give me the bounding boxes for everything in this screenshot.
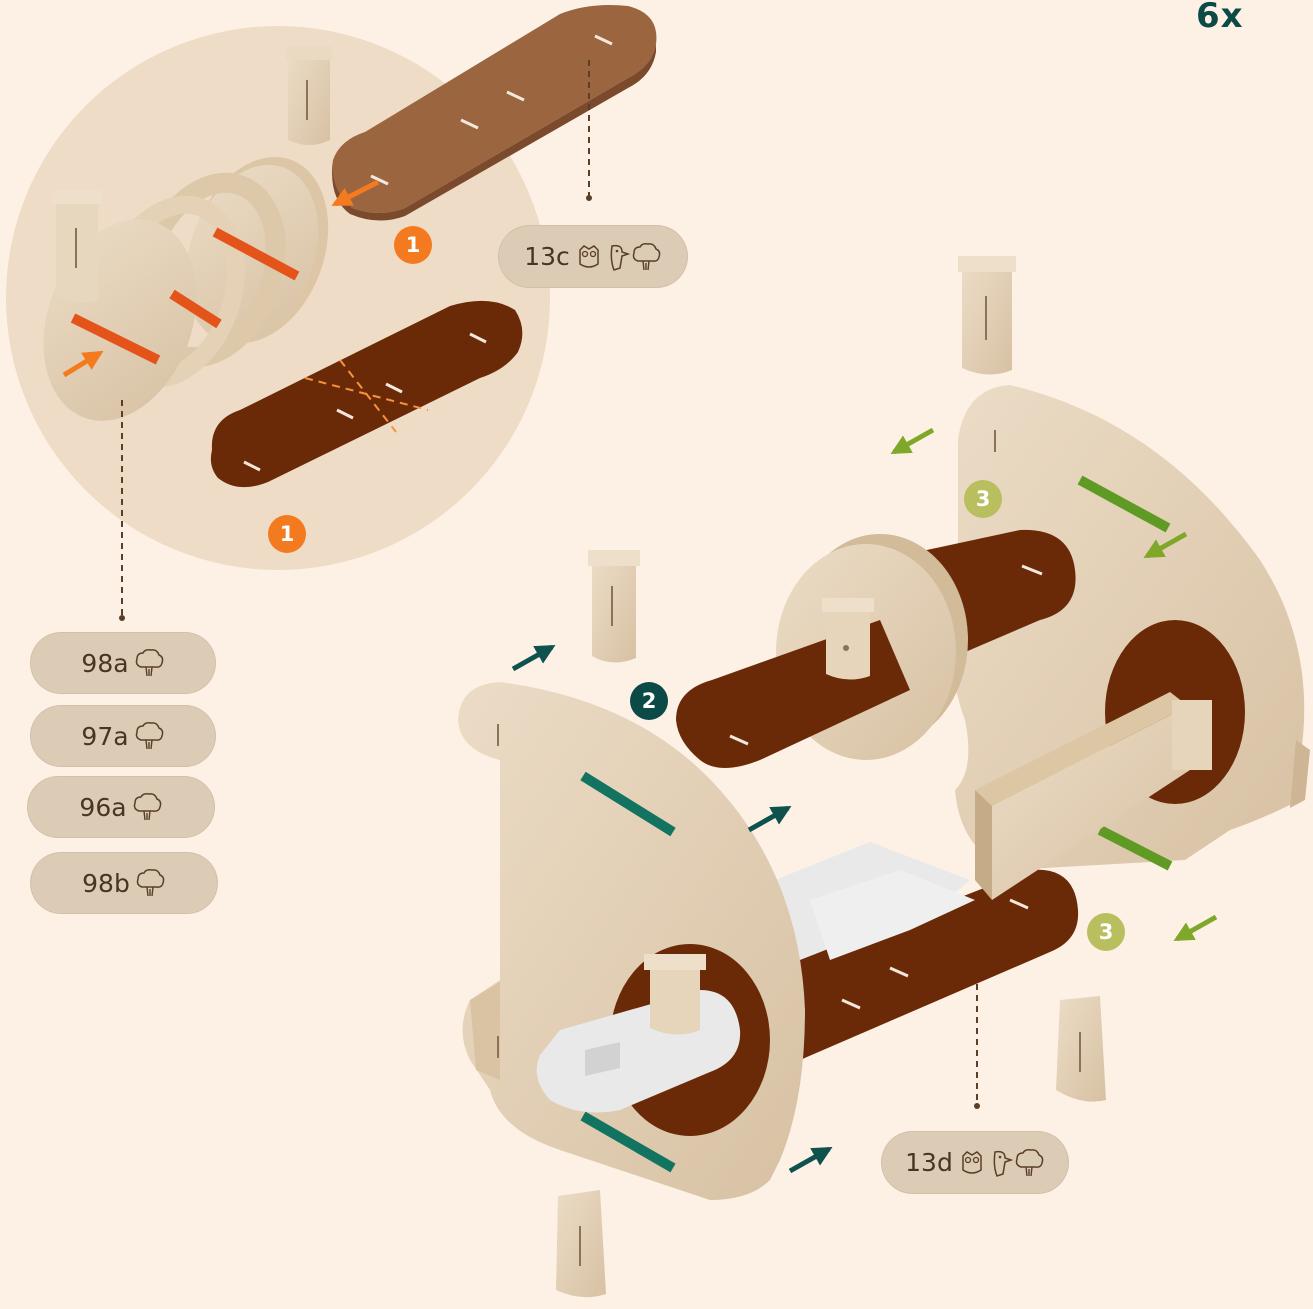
- part-label-96a: 96a: [27, 776, 215, 838]
- woodpecker-icon: [604, 242, 630, 272]
- tree-icon: [131, 791, 163, 823]
- owl-icon: [574, 242, 604, 272]
- tree-icon: [134, 867, 166, 899]
- part-code: 98a: [81, 649, 128, 678]
- peg-piece: [588, 550, 640, 663]
- part-label-98a: 98a: [30, 632, 216, 694]
- peg-piece: [556, 1190, 606, 1297]
- quantity-label: 6x: [1196, 0, 1244, 36]
- board-lower-assembly: [775, 842, 1078, 1060]
- peg-piece: [286, 46, 332, 145]
- tree-icon: [133, 720, 165, 752]
- arrow-step3: [894, 430, 933, 452]
- part-label-13c: 13c: [498, 225, 688, 288]
- step-badge: 3: [964, 480, 1002, 518]
- tree-icon: [133, 647, 165, 679]
- arrow-step2: [790, 1149, 829, 1171]
- step-badge: 2: [630, 682, 668, 720]
- part-code: 97a: [81, 722, 128, 751]
- arrow-step3: [1177, 917, 1216, 939]
- arrow-step2: [749, 808, 788, 830]
- step-badge: 1: [268, 515, 306, 553]
- step-badge: 3: [1087, 913, 1125, 951]
- part-code: 98b: [82, 869, 130, 898]
- woodpecker-icon: [987, 1148, 1013, 1178]
- part-label-13d: 13d: [881, 1131, 1069, 1194]
- peg-piece: [1056, 996, 1106, 1102]
- tree-icon: [1013, 1147, 1045, 1179]
- part-code: 13c: [524, 242, 570, 271]
- part-code: 13d: [905, 1148, 953, 1177]
- part-label-98b: 98b: [30, 852, 218, 914]
- owl-icon: [957, 1148, 987, 1178]
- tree-icon: [630, 241, 662, 273]
- part-label-97a: 97a: [30, 705, 216, 767]
- step-badge: 1: [394, 226, 432, 264]
- arrow-step2: [513, 647, 552, 669]
- peg-piece: [958, 256, 1016, 375]
- part-code: 96a: [79, 793, 126, 822]
